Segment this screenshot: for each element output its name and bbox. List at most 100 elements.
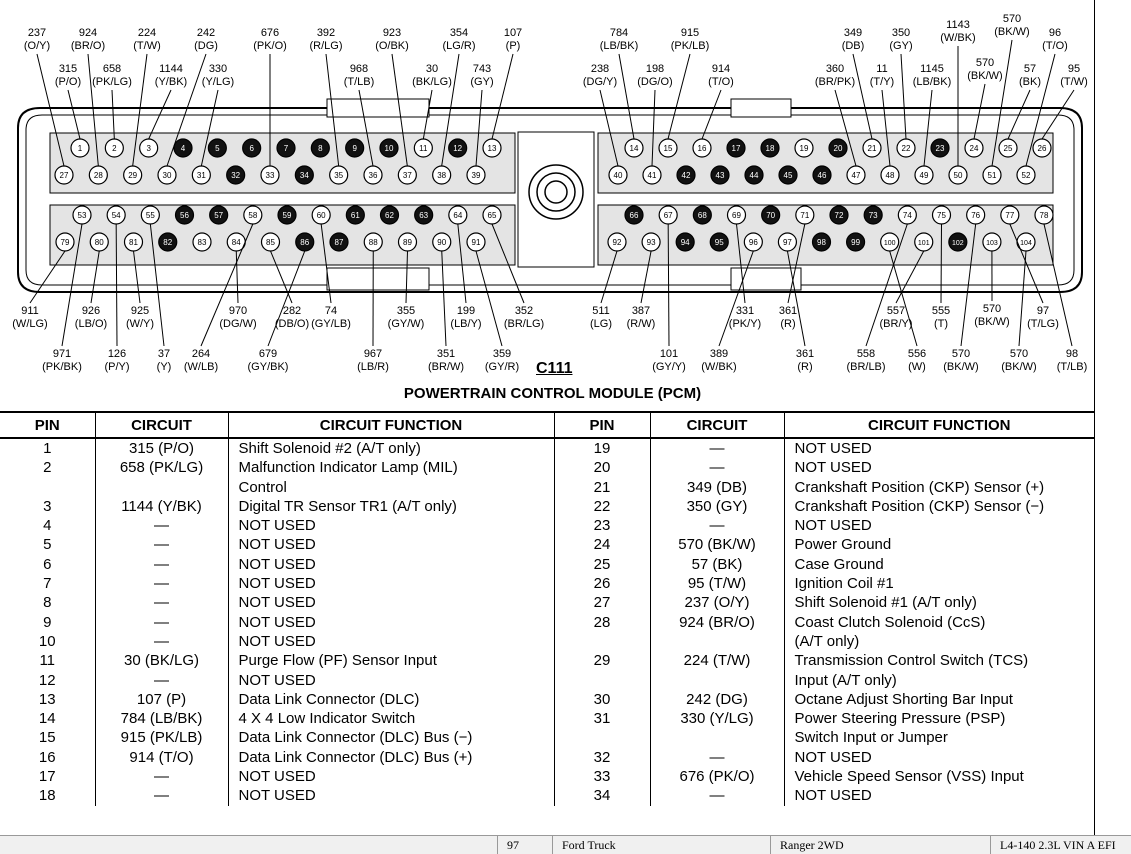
pin-number-label: 94: [681, 238, 690, 247]
pin-number-label: 42: [682, 171, 691, 180]
top-wire-label: 1143(W/BK): [940, 19, 975, 45]
pin-number: 10: [0, 632, 95, 651]
wire-circuit-number: 971: [42, 348, 82, 361]
col-header-function: CIRCUIT FUNCTION: [228, 412, 554, 438]
pin-number-label: 60: [317, 211, 326, 220]
top-wire-label: 354(LG/R): [443, 27, 476, 53]
circuit-code: 30 (BK/LG): [95, 651, 228, 670]
pin-number-label: 88: [369, 238, 378, 247]
wire-circuit-number: 392: [310, 27, 343, 40]
top-wire-label: 360(BR/PK): [815, 63, 855, 89]
wire-circuit-number: 224: [133, 27, 160, 40]
circuit-code: 784 (LB/BK): [95, 709, 228, 728]
pin-number: 26: [554, 574, 650, 593]
wire-color-code: (W): [908, 361, 926, 374]
circuit-function: Coast Clutch Solenoid (CcS): [784, 613, 1094, 632]
circuit-code: —: [95, 516, 228, 535]
top-wire-label: 1144(Y/BK): [155, 63, 187, 89]
top-wire-label: 330(Y/LG): [202, 63, 234, 89]
wire-circuit-number: 97: [1027, 305, 1059, 318]
wire-circuit-number: 570: [1001, 348, 1036, 361]
circuit-function: NOT USED: [228, 574, 554, 593]
pin-number: [554, 671, 650, 690]
wire-color-code: (LB/Y): [450, 318, 481, 331]
pin-number-label: 8: [318, 144, 323, 153]
pin-number: 18: [0, 786, 95, 805]
pin-number-label: 95: [715, 238, 724, 247]
pin-number-label: 16: [698, 144, 707, 153]
wire-color-code: (DG): [194, 40, 218, 53]
wire-color-code: (Y/BK): [155, 76, 187, 89]
pin-number-label: 93: [647, 238, 656, 247]
wire-color-code: (GY/LB): [311, 318, 351, 331]
pin-number: 12: [0, 671, 95, 690]
footer-divider: [990, 836, 991, 854]
footer-divider: [770, 836, 771, 854]
circuit-function: NOT USED: [784, 748, 1094, 767]
wire-circuit-number: 968: [344, 63, 375, 76]
circuit-code: —: [650, 786, 784, 805]
circuit-code: —: [95, 671, 228, 690]
pin-number-label: 76: [971, 211, 980, 220]
pin-number-label: 30: [163, 171, 172, 180]
pin-function-table: PIN CIRCUIT CIRCUIT FUNCTION PIN CIRCUIT…: [0, 411, 1094, 806]
wire-circuit-number: 350: [889, 27, 912, 40]
circuit-function: NOT USED: [228, 786, 554, 805]
pin-number-label: 84: [232, 238, 241, 247]
pin-number: 5: [0, 535, 95, 554]
pin-number-label: 87: [335, 238, 344, 247]
top-wire-label: 11(T/Y): [870, 63, 894, 89]
pin-number-label: 72: [835, 211, 844, 220]
pin-number-label: 62: [385, 211, 394, 220]
pin-number: 34: [554, 786, 650, 805]
wire-circuit-number: 242: [194, 27, 218, 40]
pin-number-label: 27: [60, 171, 69, 180]
bottom-wire-label: 264(W/LB): [184, 348, 218, 374]
circuit-code: 315 (P/O): [95, 438, 228, 458]
bottom-wire-label: 126(P/Y): [104, 348, 129, 374]
bottom-wire-label: 555(T): [932, 305, 950, 331]
wire-circuit-number: 360: [815, 63, 855, 76]
pin-number: 2: [0, 458, 95, 477]
pin-number-label: 90: [437, 238, 446, 247]
pin-number-label: 1: [78, 144, 83, 153]
wire-circuit-number: 264: [184, 348, 218, 361]
wire-circuit-number: 126: [104, 348, 129, 361]
top-wire-label: 392(R/LG): [310, 27, 343, 53]
bottom-wire-label: 556(W): [908, 348, 926, 374]
pin-number-label: 99: [851, 238, 860, 247]
pin-number-label: 5: [215, 144, 220, 153]
pin-number-label: 55: [146, 211, 155, 220]
circuit-code: 330 (Y/LG): [650, 709, 784, 728]
pin-number-label: 98: [817, 238, 826, 247]
top-wire-label: 570(BK/W): [994, 13, 1029, 39]
wire-color-code: (BK): [1019, 76, 1041, 89]
wire-circuit-number: 198: [637, 63, 672, 76]
circuit-code: —: [95, 613, 228, 632]
circuit-code: 676 (PK/O): [650, 767, 784, 786]
pin-number-label: 70: [766, 211, 775, 220]
latch-tab: [731, 99, 791, 117]
pin-number-label: 74: [903, 211, 912, 220]
wire-color-code: (LB/R): [357, 361, 389, 374]
pin-number-label: 45: [784, 171, 793, 180]
wire-color-code: (BR/LG): [504, 318, 544, 331]
wire-color-code: (W/Y): [126, 318, 154, 331]
col-header-pin: PIN: [554, 412, 650, 438]
wire-circuit-number: 911: [12, 305, 47, 318]
circuit-function: NOT USED: [228, 516, 554, 535]
pin-number-label: 52: [1022, 171, 1031, 180]
circuit-code: —: [650, 438, 784, 458]
wire-color-code: (P): [504, 40, 522, 53]
bottom-wire-label: 98(T/LB): [1057, 348, 1088, 374]
pin-number-label: 44: [750, 171, 759, 180]
pin-number: [554, 632, 650, 651]
wire-color-code: (P/O): [55, 76, 81, 89]
circuit-code: —: [95, 632, 228, 651]
circuit-function: Shift Solenoid #1 (A/T only): [784, 593, 1094, 612]
circuit-function: Data Link Connector (DLC): [228, 690, 554, 709]
wire-circuit-number: 57: [1019, 63, 1041, 76]
wire-circuit-number: 354: [443, 27, 476, 40]
wire-circuit-number: 511: [590, 305, 612, 318]
